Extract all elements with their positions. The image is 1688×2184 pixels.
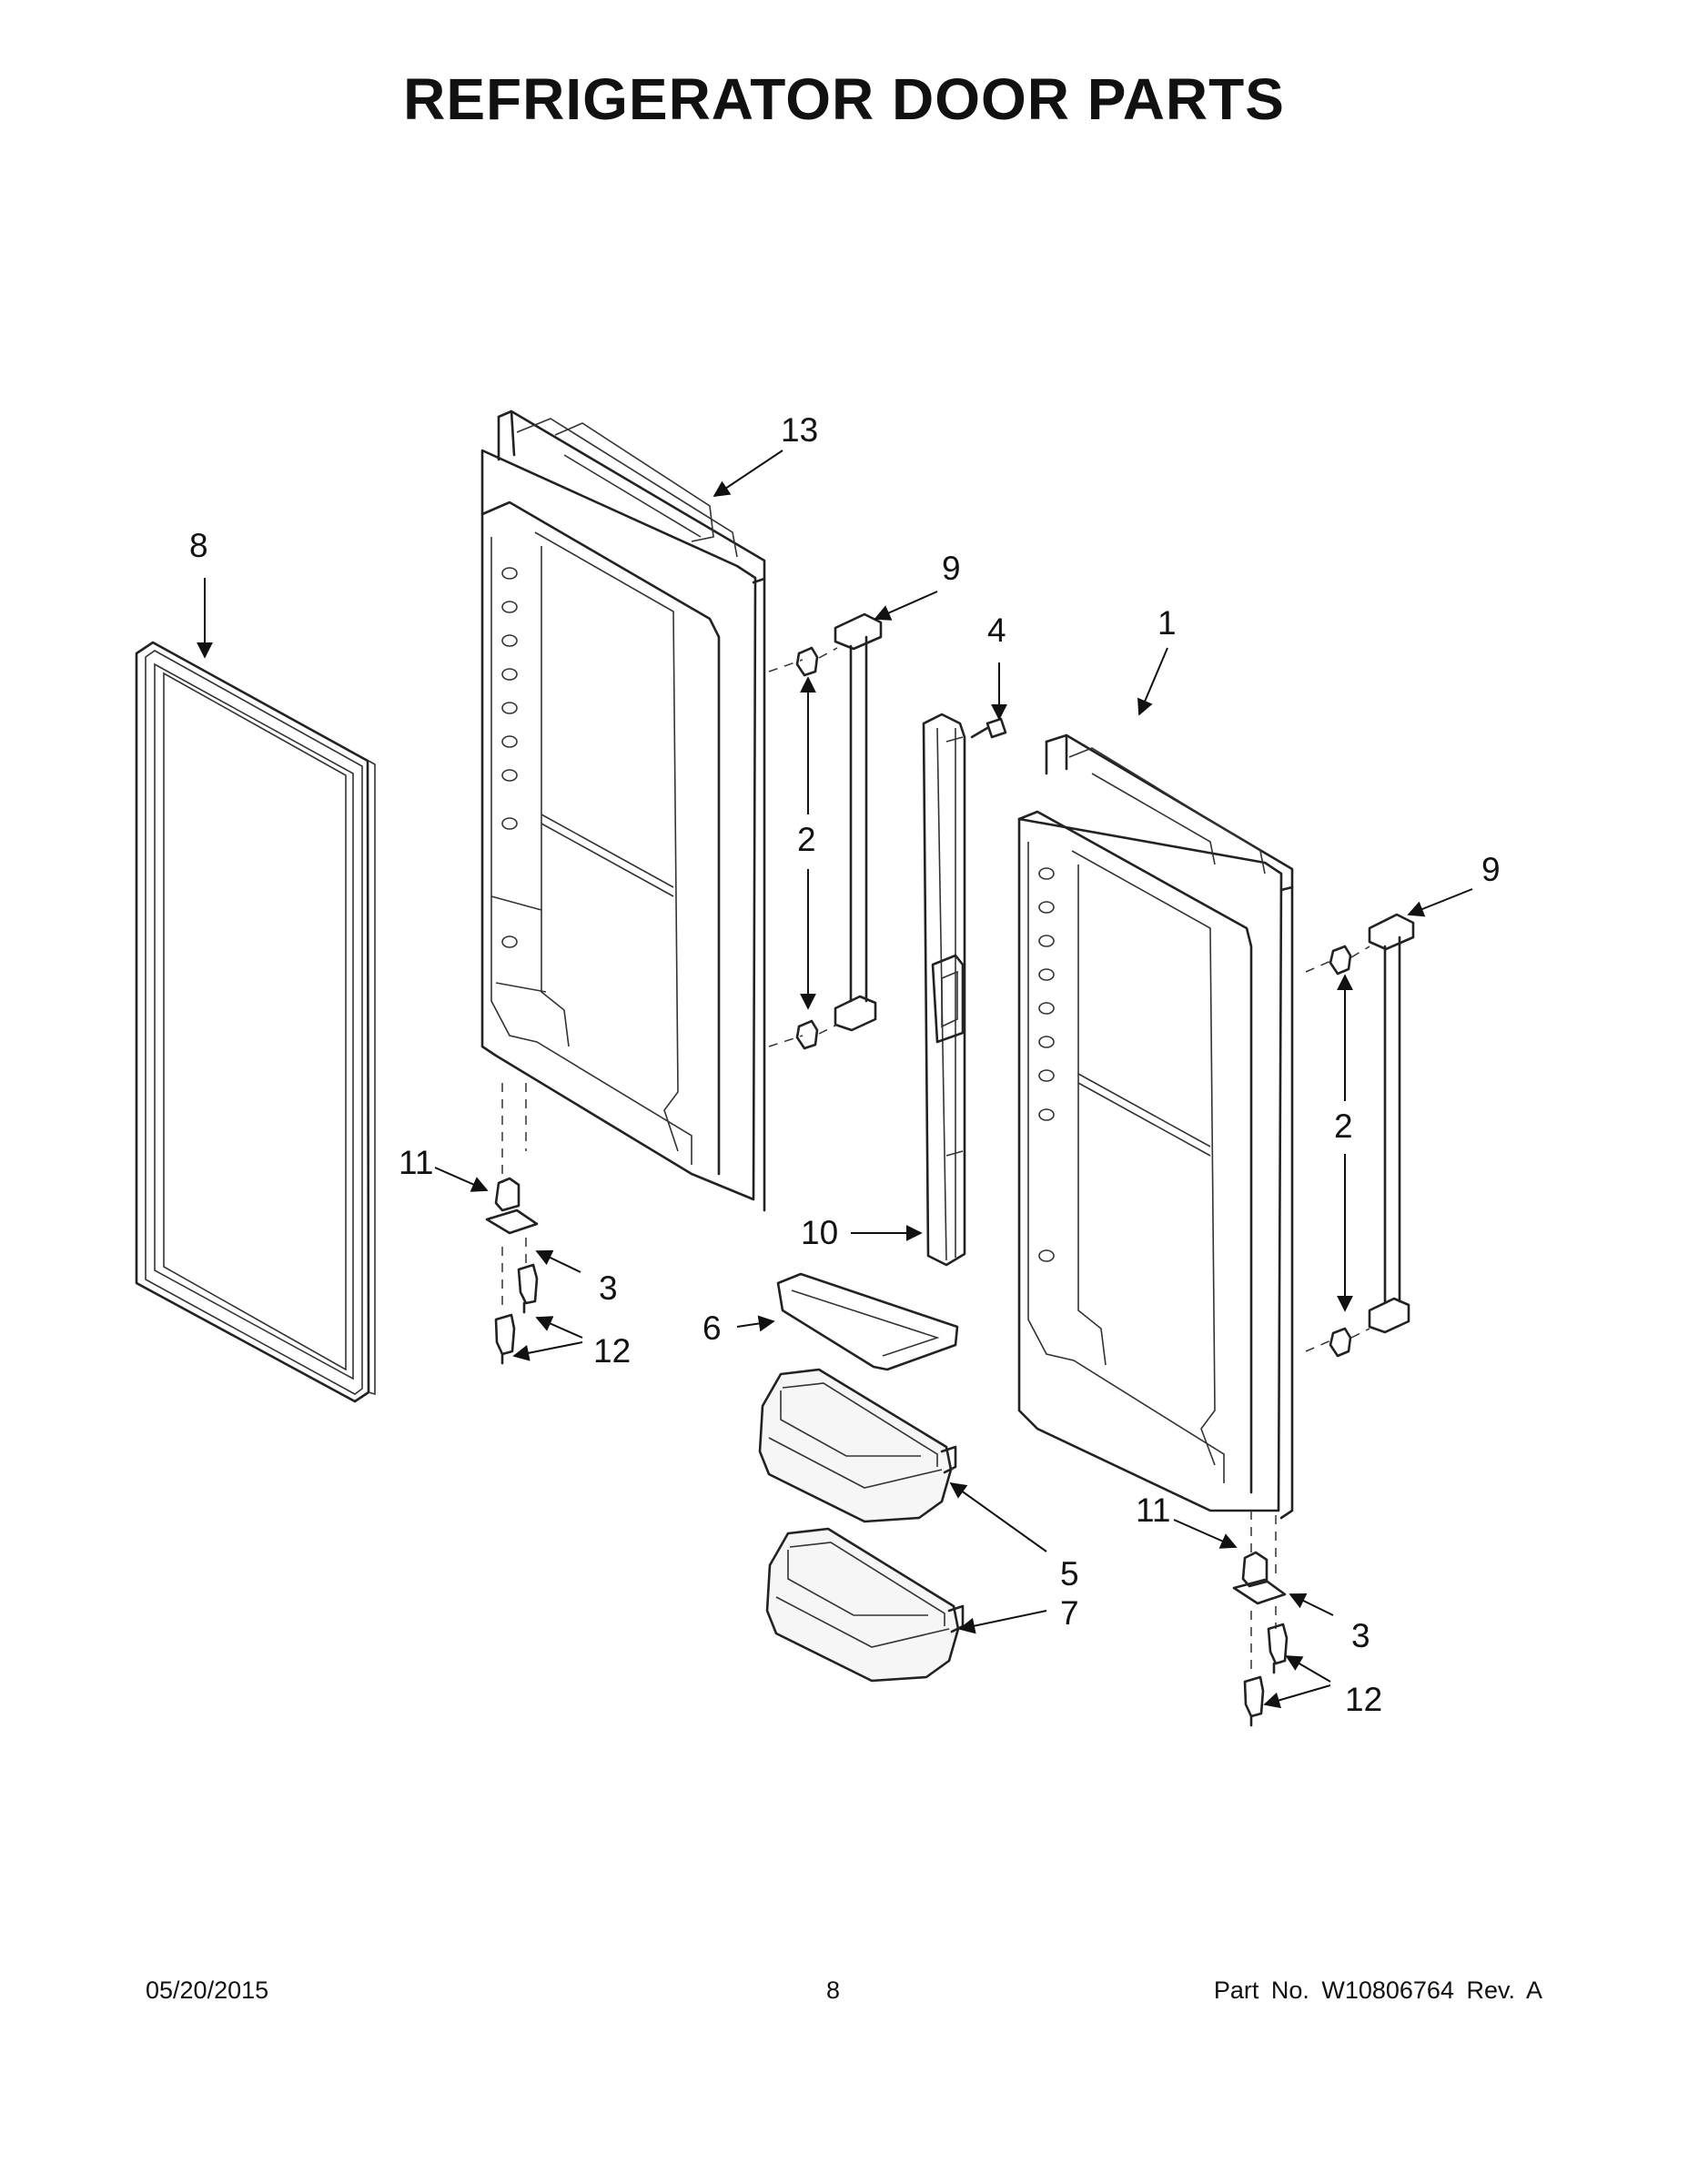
right-lower-hinge-hardware [1232, 1511, 1289, 1727]
left-door-assembly [480, 410, 766, 1212]
right-door-shelf-cleats [1038, 867, 1055, 1262]
footer-page-number: 8 [826, 1977, 841, 2004]
callout-8: 8 [189, 527, 208, 564]
callout-6: 6 [702, 1309, 722, 1347]
callout-3-left: 3 [599, 1269, 618, 1307]
callout-10: 10 [801, 1214, 838, 1251]
callout-9-left: 9 [942, 550, 961, 587]
callout-13: 13 [781, 411, 818, 449]
callout-11-left: 11 [399, 1144, 433, 1181]
callout-7: 7 [1060, 1594, 1079, 1632]
callout-4: 4 [987, 612, 1006, 649]
right-door-handle [1305, 913, 1415, 1358]
footer-date: 05/20/2015 [146, 1977, 269, 2004]
door-shelf-cleats [501, 567, 518, 948]
callout-12-left: 12 [593, 1332, 631, 1370]
door-bin-lower [765, 1527, 965, 1683]
callout-labels: 13 8 9 4 1 9 2 2 11 3 12 10 6 5 7 11 3 1… [189, 411, 1501, 1718]
callout-9-right: 9 [1481, 851, 1501, 888]
door-shelf-cover [776, 1272, 959, 1371]
left-door-handle [768, 612, 883, 1050]
footer-part-number: Part No. W10806764 Rev. A [1213, 1977, 1542, 2004]
callout-2-left: 2 [797, 821, 816, 858]
callout-3-right: 3 [1351, 1617, 1370, 1654]
callout-11-right: 11 [1136, 1491, 1170, 1529]
callout-12-right: 12 [1345, 1681, 1382, 1718]
callout-5: 5 [1060, 1555, 1079, 1592]
callout-1: 1 [1157, 604, 1177, 642]
right-door-assembly [1017, 733, 1294, 1520]
callout-leaders [197, 450, 1473, 1709]
page-title: REFRIGERATOR DOOR PARTS [403, 66, 1285, 132]
flipper-mullion [922, 713, 1007, 1267]
callout-2-right: 2 [1334, 1107, 1353, 1145]
left-lower-hinge-hardware [485, 1083, 539, 1365]
door-bin-upper [758, 1368, 957, 1523]
door-gasket [135, 641, 376, 1403]
